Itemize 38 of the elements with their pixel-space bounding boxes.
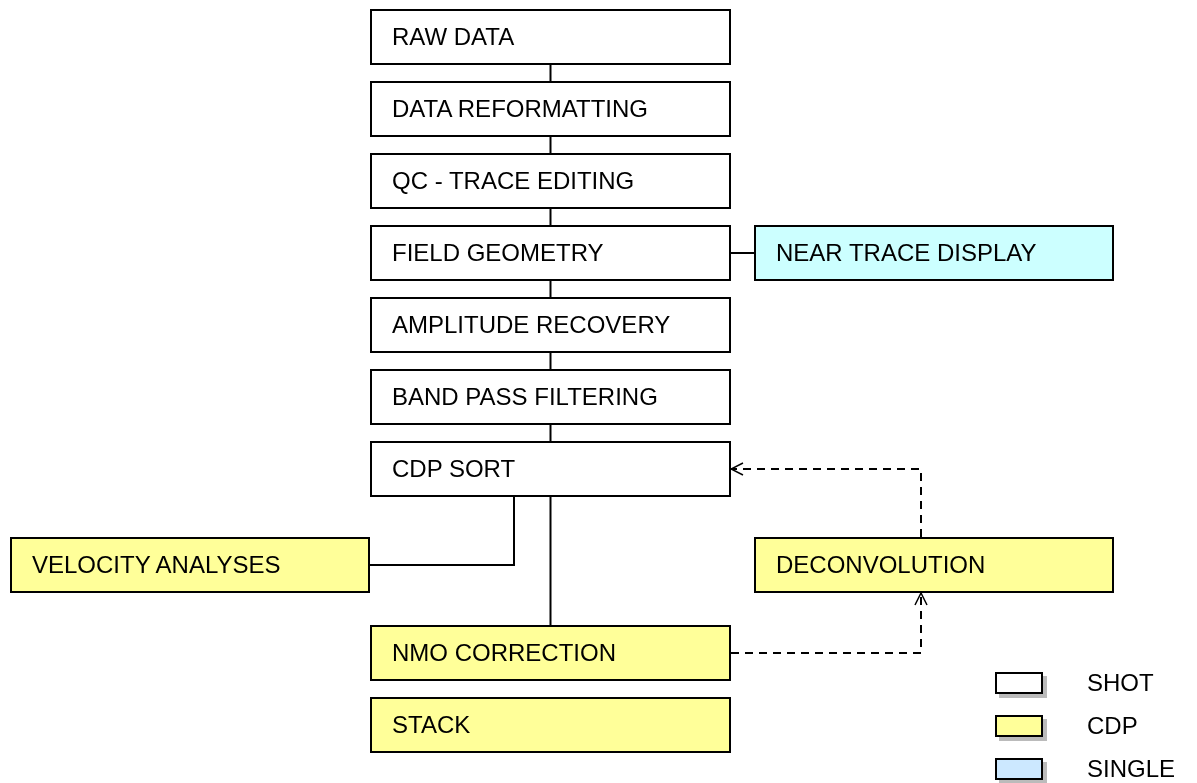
connector-line <box>369 496 515 566</box>
connector-line <box>549 64 552 82</box>
dashed-arrow <box>730 592 928 654</box>
step-label: CDP SORT <box>392 455 516 483</box>
process-box <box>370 81 731 137</box>
step-label: NEAR TRACE DISPLAY <box>776 239 1037 267</box>
step-label: AMPLITUDE RECOVERY <box>392 311 671 339</box>
connector-line <box>730 252 755 254</box>
legend-label: CDP <box>1087 712 1138 740</box>
process-box <box>370 441 731 497</box>
legend-label: SHOT <box>1087 669 1154 697</box>
step-label: BAND PASS FILTERING <box>392 383 658 411</box>
process-box <box>370 697 731 753</box>
process-box <box>370 9 731 65</box>
step-label: DATA REFORMATTING <box>392 95 648 123</box>
process-box <box>754 225 1114 281</box>
step-label: NMO CORRECTION <box>392 639 616 667</box>
connector-line <box>549 496 552 626</box>
connector-line <box>549 280 552 298</box>
process-box <box>10 537 370 593</box>
step-label: DECONVOLUTION <box>776 551 986 579</box>
process-box <box>370 369 731 425</box>
dashed-arrow <box>730 462 922 538</box>
process-box <box>370 625 731 681</box>
step-label: QC - TRACE EDITING <box>392 167 635 195</box>
connector-line <box>549 208 552 226</box>
process-box <box>754 537 1114 593</box>
step-label: RAW DATA <box>392 23 515 51</box>
process-box <box>370 153 731 209</box>
connector-line <box>549 352 552 370</box>
step-label: STACK <box>392 711 471 739</box>
process-box <box>370 225 731 281</box>
step-label: VELOCITY ANALYSES <box>32 551 281 579</box>
step-label: FIELD GEOMETRY <box>392 239 604 267</box>
connector-line <box>549 136 552 154</box>
process-box <box>370 297 731 353</box>
connector-line <box>549 424 552 442</box>
legend-label: SINGLE <box>1087 755 1176 783</box>
